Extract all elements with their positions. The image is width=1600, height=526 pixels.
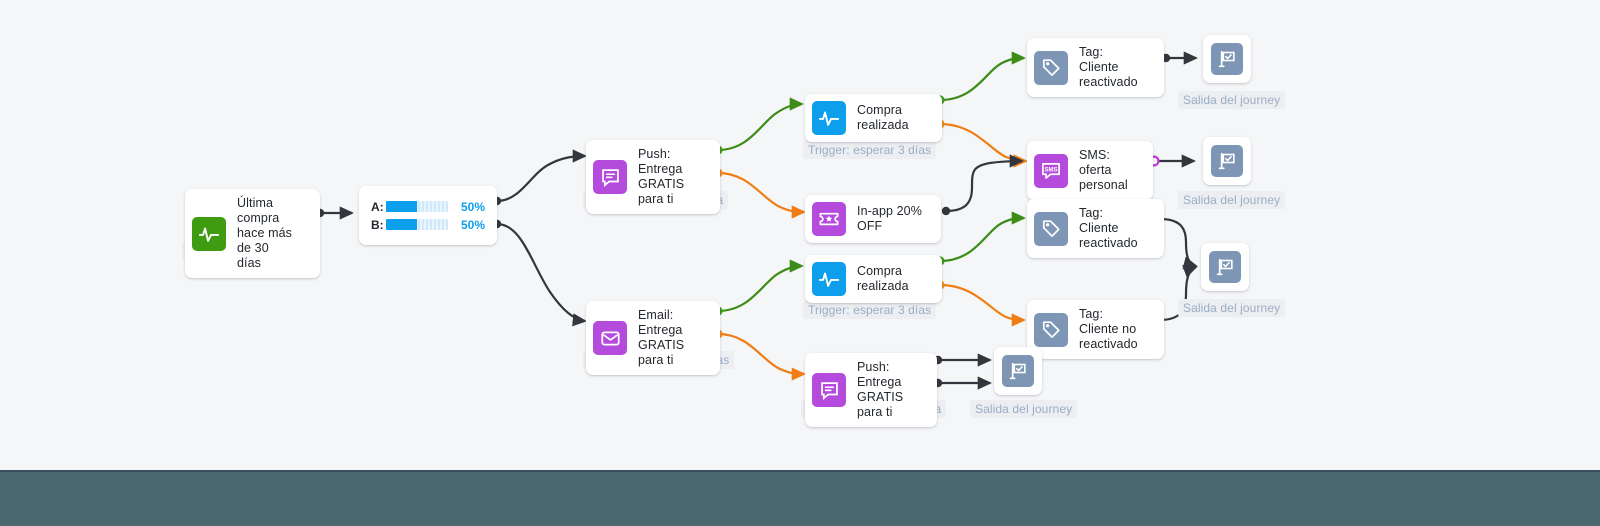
node-label: Tag: Cliente reactivado bbox=[1079, 45, 1138, 89]
caption-exit-1: Salida del journey bbox=[1178, 91, 1286, 109]
split-row-a[interactable]: A: 50% bbox=[371, 199, 485, 214]
tag-icon bbox=[1034, 50, 1068, 85]
caption-exit-3: Salida del journey bbox=[1178, 299, 1286, 317]
node-exit-3[interactable] bbox=[1201, 243, 1249, 291]
pulse-icon bbox=[192, 216, 226, 251]
chat-bubble-icon bbox=[593, 160, 627, 194]
ticket-icon bbox=[812, 202, 846, 236]
node-start-trigger[interactable]: Última compra hace más de 30 días bbox=[185, 189, 320, 278]
sms-bubble-icon: SMS bbox=[1034, 153, 1068, 188]
split-percent-a: 50% bbox=[460, 199, 485, 214]
split-percent-b: 50% bbox=[460, 217, 485, 232]
node-tag-reactivated-mid[interactable]: Tag: Cliente reactivado bbox=[1027, 199, 1164, 258]
node-label: SMS: oferta personal bbox=[1079, 148, 1128, 192]
svg-text:SMS: SMS bbox=[1044, 167, 1057, 173]
tag-icon bbox=[1034, 211, 1068, 246]
node-exit-2[interactable] bbox=[1203, 137, 1251, 185]
node-sms[interactable]: SMS SMS: oferta personal bbox=[1027, 141, 1153, 200]
chat-bubble-icon bbox=[812, 373, 846, 407]
flag-check-icon bbox=[1211, 145, 1243, 177]
tag-icon bbox=[1034, 312, 1068, 347]
node-exit-4[interactable] bbox=[994, 347, 1042, 395]
caption-exit-2: Salida del journey bbox=[1178, 191, 1286, 209]
node-tag-not-reactivated[interactable]: Tag: Cliente no reactivado bbox=[1027, 300, 1164, 359]
node-label: Compra realizada bbox=[857, 103, 909, 132]
node-purchase-bottom[interactable]: Compra realizada bbox=[805, 255, 942, 303]
envelope-icon bbox=[593, 321, 627, 355]
node-email[interactable]: Email: Entrega GRATIS para ti bbox=[586, 301, 720, 375]
node-push-top[interactable]: Push: Entrega GRATIS para ti bbox=[586, 140, 720, 214]
node-ab-split[interactable]: A: 50% B: 50% bbox=[359, 186, 497, 245]
node-purchase-top[interactable]: Compra realizada bbox=[805, 94, 942, 142]
split-row-b[interactable]: B: 50% bbox=[371, 217, 485, 232]
node-label: Compra realizada bbox=[857, 264, 909, 293]
caption-purchase-bottom: Trigger: esperar 3 días bbox=[803, 301, 937, 319]
node-label: Push: Entrega GRATIS para ti bbox=[857, 360, 904, 419]
pulse-icon bbox=[812, 101, 846, 135]
node-push-bottom[interactable]: Push: Entrega GRATIS para ti bbox=[805, 353, 937, 427]
flag-check-icon bbox=[1211, 43, 1243, 75]
node-label: Tag: Cliente no reactivado bbox=[1079, 307, 1138, 351]
split-bar-a bbox=[386, 201, 448, 212]
pulse-icon bbox=[812, 262, 846, 296]
caption-purchase-top: Trigger: esperar 3 días bbox=[803, 141, 937, 159]
node-label: Tag: Cliente reactivado bbox=[1079, 206, 1138, 250]
node-label: Push: Entrega GRATIS para ti bbox=[638, 147, 685, 206]
flag-check-icon bbox=[1209, 251, 1241, 283]
split-bar-b bbox=[386, 219, 448, 230]
flag-check-icon bbox=[1002, 355, 1034, 387]
caption-exit-4: Salida del journey bbox=[970, 400, 1078, 418]
node-tag-reactivated-top[interactable]: Tag: Cliente reactivado bbox=[1027, 38, 1164, 97]
journey-canvas[interactable]: Última compra hace más de 30 días Empeza… bbox=[0, 0, 1600, 470]
node-label: Última compra hace más de 30 días bbox=[237, 196, 292, 270]
split-key-a: A: bbox=[371, 199, 384, 214]
node-inapp-offer[interactable]: In-app 20% OFF bbox=[805, 195, 941, 243]
node-exit-1[interactable] bbox=[1203, 35, 1251, 83]
bottom-bar bbox=[0, 470, 1600, 526]
split-key-b: B: bbox=[371, 217, 384, 232]
node-label: In-app 20% OFF bbox=[857, 204, 922, 233]
node-label: Email: Entrega GRATIS para ti bbox=[638, 308, 685, 367]
